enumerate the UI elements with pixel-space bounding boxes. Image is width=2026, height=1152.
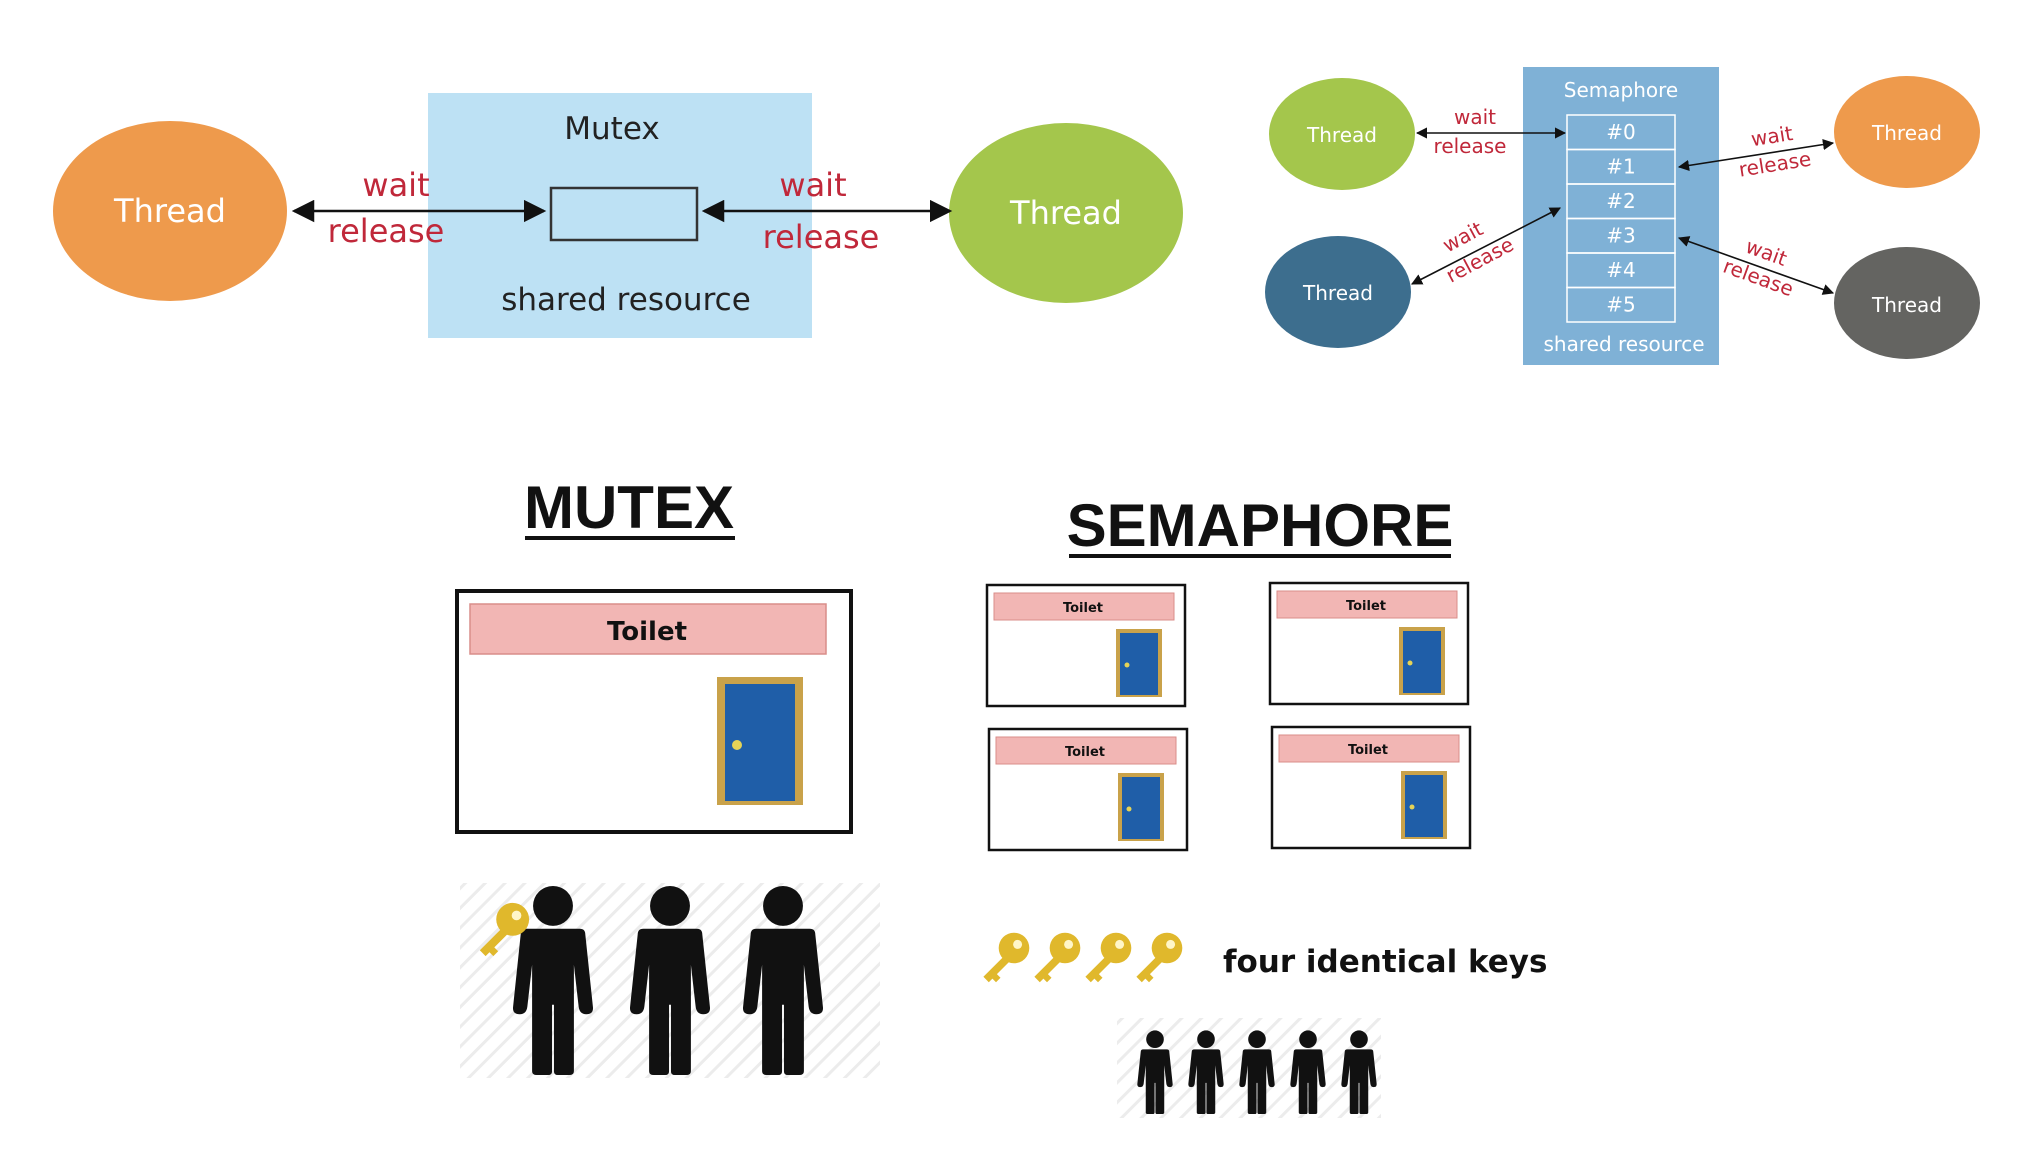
semaphore-thread-top-right-label: Thread <box>1871 121 1942 145</box>
mutex-right-thread <box>949 123 1183 303</box>
semaphore-diagram: Semaphore #0 #1 #2 #3 #4 #5 shared resource T… <box>1265 67 1980 365</box>
semaphore-door-knob <box>1407 660 1413 666</box>
semaphore-toilet-sign <box>1278 734 1460 763</box>
semaphore-slot <box>1566 286 1676 323</box>
semaphore-slot-label: #1 <box>1606 155 1635 179</box>
semaphore-toilet-label: Toilet <box>1346 599 1386 614</box>
mutex-toilet-label: Toilet <box>607 617 687 647</box>
semaphore-arrow-bottom-left <box>1411 207 1561 285</box>
semaphore-toilet-sign <box>1276 590 1458 619</box>
mutex-shared-resource-label: shared resource <box>501 282 751 318</box>
semaphore-thread-top-right <box>1834 76 1980 188</box>
semaphore-thread-top-left <box>1269 78 1415 190</box>
keys-label: four identical keys <box>1223 944 1547 980</box>
semaphore-release-top-left: release <box>1434 134 1507 158</box>
mutex-diagram: Mutex shared resource Thread Thread wait… <box>53 93 1183 338</box>
semaphore-thread-top-left-label: Thread <box>1306 123 1377 147</box>
semaphore-toilet-label: Toilet <box>1348 743 1388 758</box>
mutex-analogy: MUTEX Toilet <box>455 474 880 1078</box>
semaphore-thread-bottom-right-label: Thread <box>1871 293 1942 317</box>
key-icon <box>1034 932 1081 983</box>
mutex-title: Mutex <box>564 111 659 147</box>
semaphore-door-knob <box>1126 806 1132 812</box>
semaphore-slot-label: #5 <box>1606 293 1635 317</box>
key-icon <box>1136 932 1183 983</box>
semaphore-box <box>1523 67 1719 365</box>
semaphore-wait-top-left: wait <box>1454 105 1496 129</box>
semaphore-toilet-label: Toilet <box>1063 601 1103 616</box>
mutex-right-wait: wait <box>779 166 846 204</box>
semaphore-wait-top-right: wait <box>1749 121 1794 151</box>
mutex-left-thread-label: Thread <box>113 192 226 230</box>
semaphore-door-knob <box>1124 662 1130 668</box>
semaphore-toilet-sign <box>993 592 1175 621</box>
mutex-left-release: release <box>328 212 445 250</box>
mutex-right-release: release <box>763 218 880 256</box>
semaphore-slot-label: #3 <box>1606 224 1635 248</box>
mutex-people <box>512 885 824 1075</box>
mutex-right-thread-label: Thread <box>1009 194 1122 232</box>
semaphore-thread-bottom-left-label: Thread <box>1302 281 1373 305</box>
semaphore-title: Semaphore <box>1564 78 1678 102</box>
semaphore-arrow-bottom-right <box>1677 236 1835 295</box>
mutex-left-thread <box>53 121 287 301</box>
semaphore-heading: SEMAPHORE <box>1067 492 1454 559</box>
semaphore-slots: #0 #1 #2 #3 #4 #5 <box>1566 114 1676 323</box>
semaphore-slot-label: #2 <box>1606 189 1635 213</box>
key-icon <box>983 932 1030 983</box>
semaphore-slot-label: #4 <box>1606 258 1635 282</box>
mutex-toilet-sign <box>469 603 827 655</box>
semaphore-toilet-label: Toilet <box>1065 745 1105 760</box>
semaphore-thread-bottom-right <box>1834 247 1980 359</box>
semaphore-toilet-sign <box>995 736 1177 765</box>
semaphore-shared-resource-label: shared resource <box>1544 332 1705 356</box>
semaphore-keys <box>983 932 1183 983</box>
mutex-left-wait: wait <box>362 166 429 204</box>
semaphore-door-knob <box>1409 804 1415 810</box>
mutex-heading: MUTEX <box>524 474 734 541</box>
semaphore-arrow-top-right <box>1677 139 1835 171</box>
mutex-door-knob <box>732 740 742 750</box>
key-icon <box>1085 932 1132 983</box>
shared-resource-box <box>549 186 699 242</box>
semaphore-slot-label: #0 <box>1606 120 1635 144</box>
semaphore-thread-bottom-left <box>1265 236 1411 348</box>
semaphore-release-top-right: release <box>1737 147 1813 182</box>
